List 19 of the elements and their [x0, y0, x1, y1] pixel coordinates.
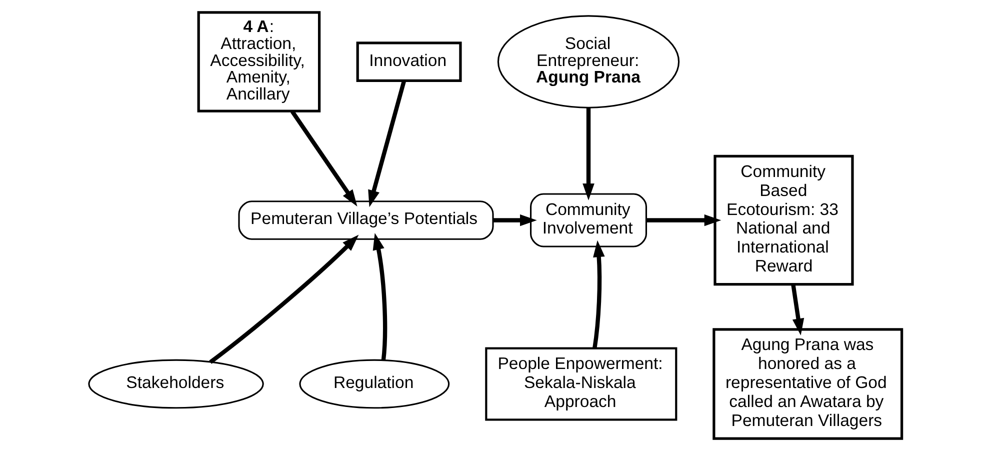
node-box: Innovation: [356, 42, 462, 82]
arrow: [372, 233, 388, 360]
arrow: [209, 234, 359, 364]
node-box: Community Based Ecotourism: 33 National and International Reward: [714, 154, 854, 286]
arrow: [493, 214, 537, 226]
node-ellipse: Stakeholders: [88, 359, 264, 409]
node-ellipse: Social Entrepreneur: Agung Prana: [497, 15, 680, 108]
node-box: Agung Prana was honored as a representative of God called an Awatara by Pemuteran Villagers: [712, 328, 904, 440]
arrow: [791, 284, 804, 336]
node-box: 4 A: Attraction, Accessibility, Amenity, Ancillary: [197, 11, 321, 112]
arrow: [592, 240, 605, 349]
node-box: Pemuteran Village’s Potentials: [238, 200, 494, 240]
node-box: People Enpowerment: Sekala-Niskala Approach: [485, 347, 678, 421]
node-ellipse: Regulation: [299, 359, 450, 409]
arrow: [582, 108, 594, 200]
arrow: [368, 80, 406, 208]
node-box: Community Involvement: [530, 193, 648, 248]
arrow: [646, 214, 722, 226]
arrow: [290, 110, 358, 206]
